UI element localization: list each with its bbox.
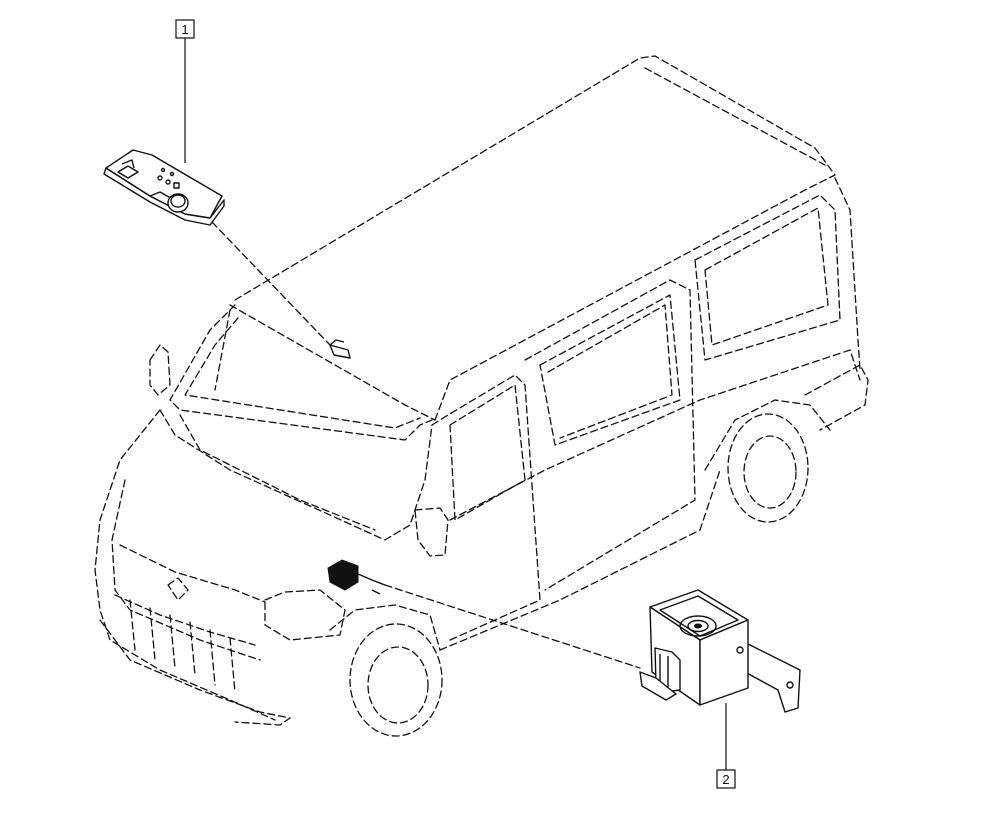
- front-face: [94, 409, 276, 721]
- leader-part2-to-vehicle: [384, 584, 641, 669]
- bumper: [99, 619, 291, 726]
- grille-slats: [129, 599, 236, 693]
- windshield-inner: [184, 317, 421, 429]
- module-speaker: [679, 615, 717, 637]
- grille-lower: [114, 594, 256, 646]
- connector-on-windshield: [329, 339, 351, 359]
- sliding-door-window: [539, 294, 681, 446]
- front-door: [431, 374, 541, 641]
- module-bracket: [739, 639, 801, 713]
- van-roof: [234, 55, 836, 421]
- rear-wheel: [727, 413, 809, 523]
- callout-1-box: [175, 19, 195, 39]
- rear-fender: [704, 399, 831, 471]
- headlight: [264, 589, 346, 641]
- windshield: [169, 304, 433, 441]
- front-face-inner: [111, 479, 261, 661]
- body-beltline: [449, 349, 861, 521]
- a-pillar: [214, 309, 231, 391]
- callout-2-box: [716, 769, 736, 789]
- leader-part1-to-vehicle: [211, 221, 331, 346]
- sliding-door-window-inner: [547, 304, 673, 439]
- plate-top: [105, 149, 223, 219]
- plate-pin-b: [165, 179, 171, 185]
- plate-pin-a: [157, 175, 163, 181]
- badge: [167, 577, 189, 601]
- plate-connector: [117, 165, 139, 179]
- grille-upper: [119, 544, 266, 603]
- module-side: [699, 619, 749, 706]
- module-connector-foot: [639, 671, 677, 701]
- callout-1-label: 1: [181, 22, 188, 37]
- module-on-vehicle: [327, 559, 386, 595]
- rear-side-window-inner: [704, 207, 829, 346]
- left-mirror: [149, 344, 171, 396]
- front-fender: [329, 604, 441, 651]
- van-roof-rear-edge: [834, 177, 861, 371]
- hood-crease: [179, 414, 376, 531]
- callout-2: 2: [716, 703, 736, 789]
- right-mirror: [414, 507, 449, 557]
- front-wheel-hub: [367, 646, 429, 724]
- rear-wheel-hub: [743, 435, 797, 509]
- van-outline: [94, 55, 869, 737]
- part-1-sensor-plate: [103, 149, 225, 226]
- van-roof-edge: [229, 304, 436, 421]
- front-wheel: [349, 623, 443, 737]
- rear-side-window: [694, 194, 841, 361]
- van-roof-ridge: [644, 67, 826, 166]
- hood: [159, 409, 433, 541]
- plate-pin-c: [173, 182, 180, 189]
- part-2-module-box: [639, 589, 801, 713]
- callout-1: 1: [175, 19, 195, 163]
- rear-bumper: [804, 364, 869, 431]
- front-door-window: [449, 384, 526, 521]
- plate-sensor-lens: [167, 193, 189, 213]
- sliding-door: [524, 279, 696, 591]
- callout-2-label: 2: [722, 772, 729, 787]
